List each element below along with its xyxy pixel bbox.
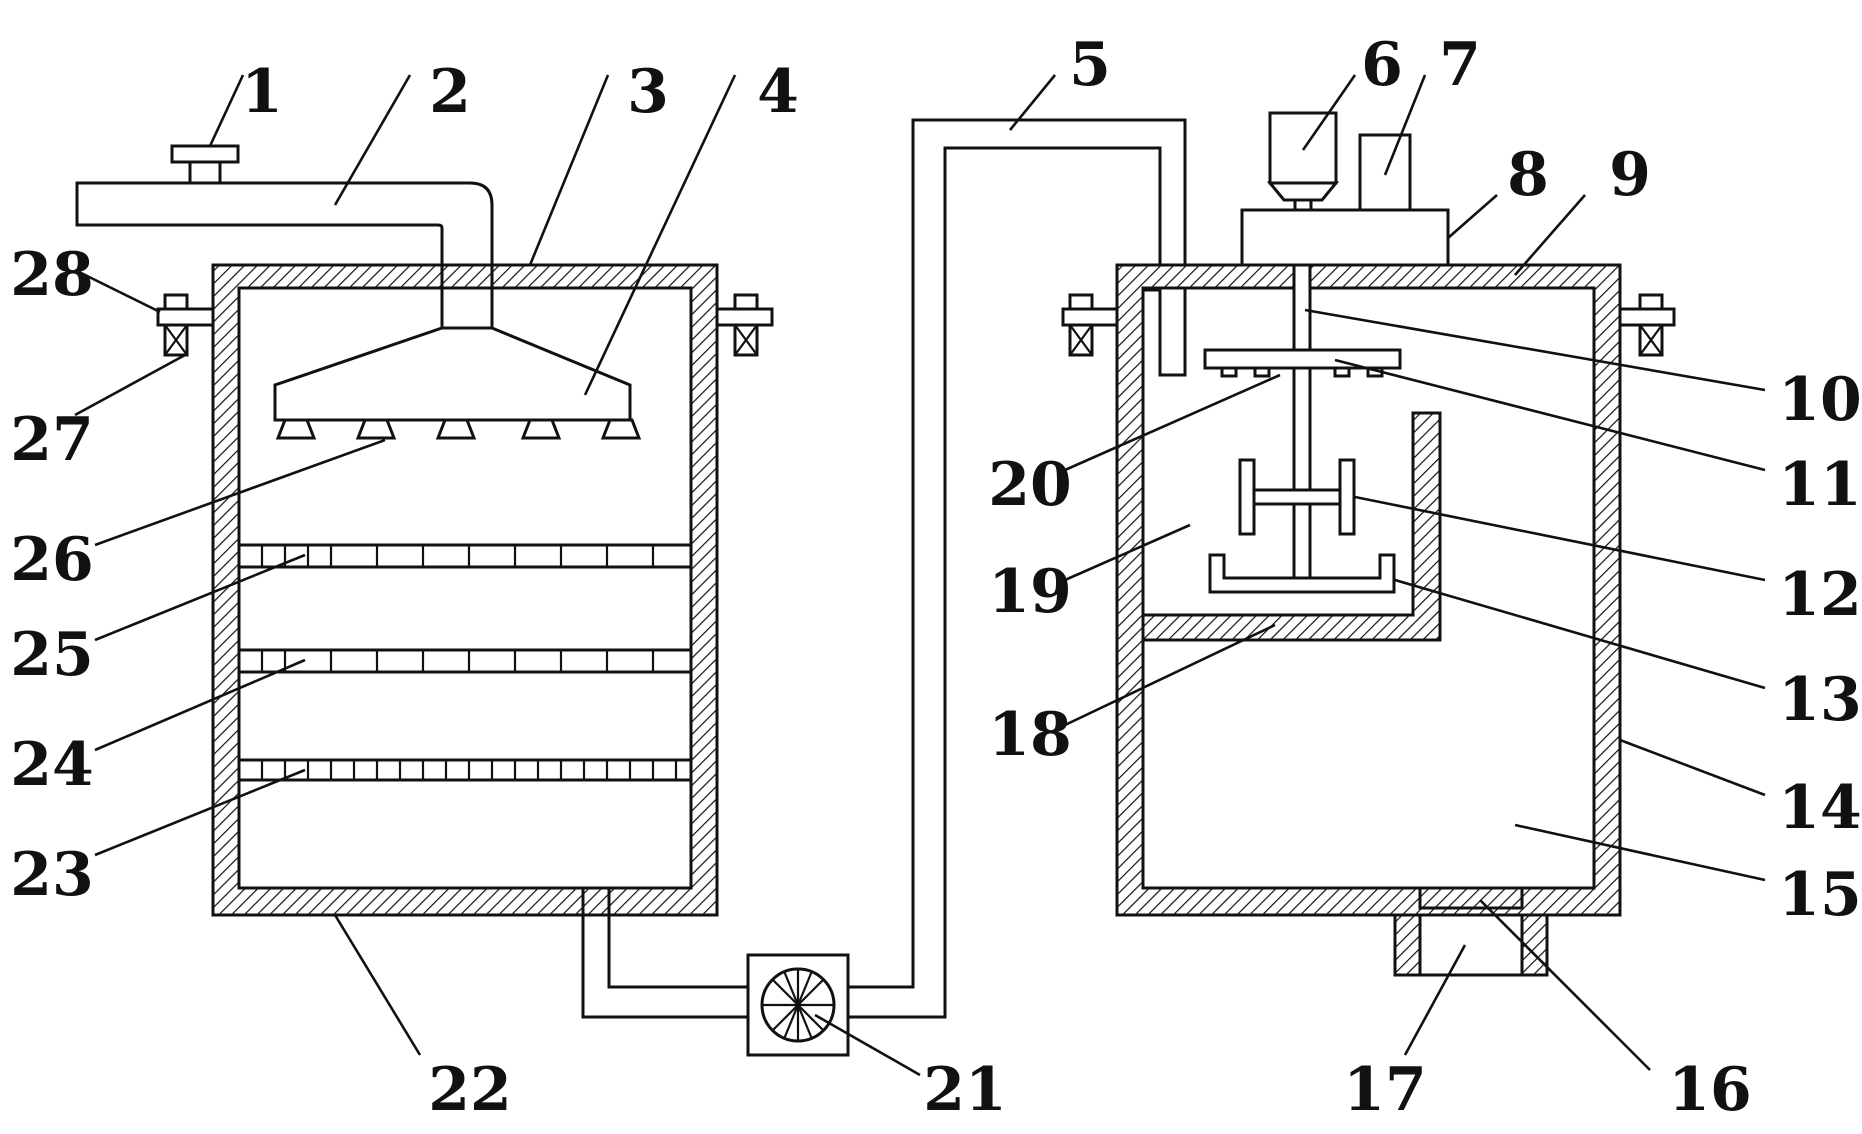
- stirring-shaft: [1292, 263, 1312, 592]
- label-21: 21: [923, 1055, 1007, 1125]
- label-7: 7: [1439, 30, 1481, 100]
- leader-12: [1354, 495, 1766, 582]
- label-24: 24: [10, 730, 94, 800]
- leader-24: [94, 658, 306, 752]
- label-15: 15: [1778, 860, 1862, 930]
- left-tank-flange-bolt-right: [715, 293, 774, 357]
- spray-nozzles: [275, 418, 642, 440]
- motor: [1266, 111, 1340, 212]
- left-tank-flange-bolt: [156, 293, 215, 357]
- label-10: 10: [1778, 365, 1862, 435]
- stirring-blade: [1238, 458, 1356, 536]
- leader-25: [94, 553, 306, 642]
- leader-15: [1514, 823, 1766, 882]
- label-1: 1: [241, 57, 283, 127]
- leader-5: [1008, 74, 1057, 131]
- label-16: 16: [1668, 1055, 1752, 1125]
- leader-1: [208, 74, 245, 147]
- label-18: 18: [988, 700, 1072, 770]
- label-22: 22: [428, 1055, 512, 1125]
- label-2: 2: [429, 57, 471, 127]
- leader-23: [94, 768, 306, 857]
- leader-11: [1334, 358, 1766, 472]
- label-3: 3: [627, 57, 669, 127]
- motor-base: [1240, 208, 1450, 267]
- label-27: 27: [10, 405, 94, 475]
- leader-6: [1301, 74, 1357, 151]
- label-17: 17: [1343, 1055, 1427, 1125]
- leader-22: [333, 914, 422, 1056]
- filter-layer-middle: [237, 648, 693, 674]
- connecting-pipe: [581, 118, 1187, 1019]
- label-20: 20: [988, 450, 1072, 520]
- label-9: 9: [1609, 140, 1651, 210]
- leader-7: [1383, 74, 1427, 176]
- label-28: 28: [10, 240, 94, 310]
- right-tank-flange-bolt-left: [1061, 293, 1119, 357]
- leader-14: [1619, 738, 1766, 797]
- label-8: 8: [1507, 140, 1549, 210]
- leader-10: [1304, 308, 1766, 392]
- filter-layer-bottom: [237, 758, 693, 782]
- leader-17: [1403, 944, 1467, 1056]
- label-19: 19: [988, 557, 1072, 627]
- leader-4: [583, 74, 737, 396]
- leader-3: [528, 74, 610, 266]
- leader-8: [1447, 194, 1498, 239]
- label-5: 5: [1069, 30, 1111, 100]
- leader-19: [1064, 523, 1191, 582]
- leader-9: [1514, 194, 1586, 276]
- part-labels: 1 2 3 4 5 6 7 8 9 10 11 12 13 14 15 16 1…: [10, 30, 1862, 1125]
- valve: [170, 144, 240, 185]
- controller-box: [1358, 133, 1412, 212]
- right-tank-flange-bolt-right: [1618, 293, 1676, 357]
- leader-lines: [74, 74, 1766, 1077]
- leader-21: [814, 1013, 921, 1077]
- leader-20: [1064, 373, 1281, 472]
- filter-layer-top: [237, 543, 693, 569]
- spray-head: [273, 326, 642, 440]
- label-12: 12: [1778, 560, 1862, 630]
- label-26: 26: [10, 525, 94, 595]
- scraper: [1208, 553, 1396, 594]
- leader-16: [1479, 899, 1651, 1071]
- leader-26: [94, 438, 386, 547]
- pump: [746, 953, 850, 1057]
- label-4: 4: [757, 57, 799, 127]
- inlet-pipe: [75, 181, 494, 330]
- leader-13: [1394, 578, 1766, 690]
- label-14: 14: [1778, 773, 1862, 843]
- label-23: 23: [10, 840, 94, 910]
- left-outlet-pipe: [581, 886, 611, 917]
- leader-28: [74, 268, 161, 314]
- label-6: 6: [1361, 30, 1403, 100]
- leader-27: [74, 353, 186, 417]
- label-11: 11: [1778, 450, 1862, 520]
- mixing-chamber: [1141, 288, 1442, 642]
- leader-18: [1064, 623, 1276, 727]
- label-25: 25: [10, 620, 94, 690]
- label-13: 13: [1778, 665, 1862, 735]
- leader-2: [333, 74, 412, 206]
